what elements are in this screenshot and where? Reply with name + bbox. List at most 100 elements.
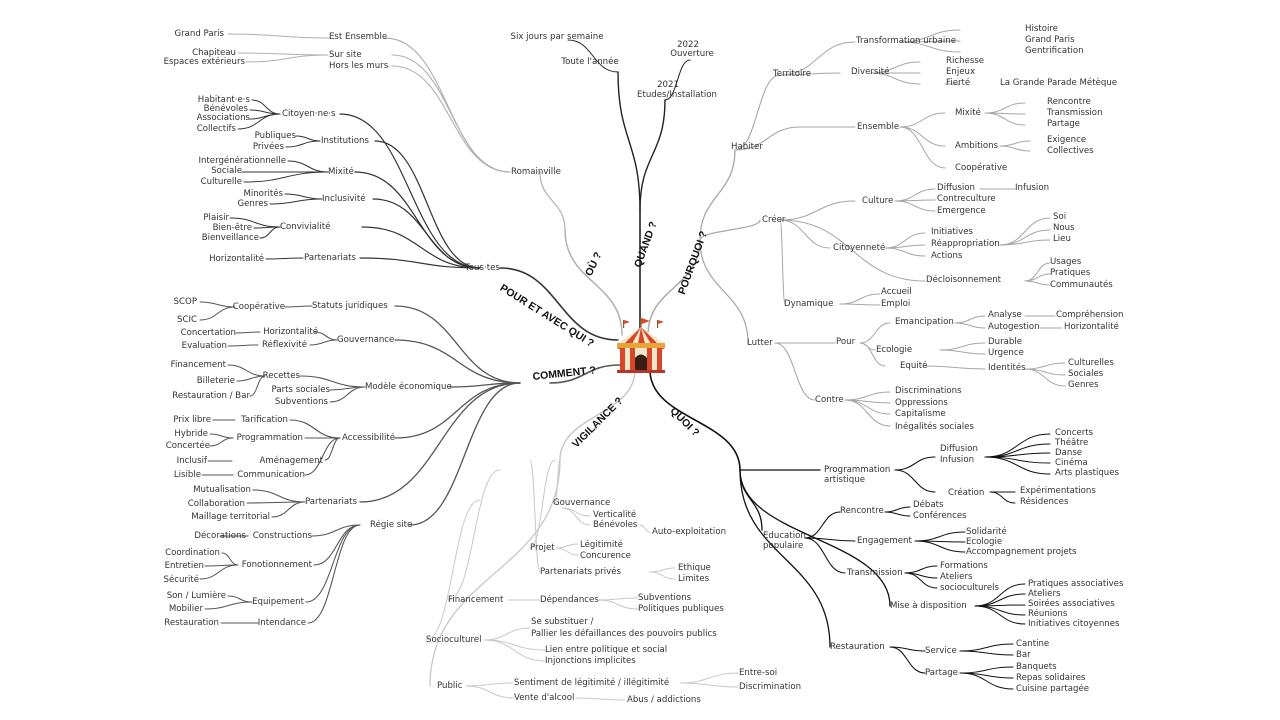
link bbox=[954, 315, 986, 324]
link bbox=[869, 72, 921, 85]
node-sentiment: Sentiment de légitimité / illégitimité bbox=[514, 678, 670, 688]
link bbox=[483, 639, 546, 651]
link bbox=[287, 160, 329, 173]
link bbox=[372, 198, 481, 269]
link bbox=[884, 247, 926, 257]
node-ecologie-q: Ecologie bbox=[966, 537, 1003, 547]
node-equite: Equité bbox=[900, 361, 928, 371]
link bbox=[974, 605, 1026, 625]
node-publiques: Publiques bbox=[254, 131, 296, 141]
node-initiatives-cit: Initiatives citoyennes bbox=[1028, 619, 1120, 629]
node-transmission-r: Transmission bbox=[1047, 108, 1103, 118]
node-genres-r: Genres bbox=[1068, 380, 1099, 390]
node-collaboration: Collaboration bbox=[187, 499, 245, 509]
node-formations: Formations bbox=[940, 561, 988, 571]
link bbox=[529, 459, 541, 573]
link bbox=[309, 339, 338, 346]
node-billeterie: Billeterie bbox=[196, 376, 235, 386]
node-partenariats-prives: Partenariats privés bbox=[540, 567, 621, 577]
node-dynamique: Dynamique bbox=[784, 299, 834, 309]
node-est-ensemble: Est Ensemble bbox=[329, 32, 388, 42]
link bbox=[361, 226, 481, 269]
link bbox=[249, 109, 281, 115]
node-concerts: Concerts bbox=[1055, 428, 1094, 438]
link bbox=[243, 171, 329, 183]
node-ecologie-r: Ecologie bbox=[876, 345, 913, 355]
node-lien-politique: Lien entre politique et social bbox=[545, 645, 668, 655]
link bbox=[575, 697, 626, 701]
node-diversite: Diversité bbox=[851, 67, 890, 77]
link bbox=[295, 135, 321, 142]
node-limites: Limites bbox=[678, 574, 710, 584]
link bbox=[739, 469, 891, 607]
node-citoyennete: Citoyenneté bbox=[833, 243, 886, 253]
node-durable: Durable bbox=[988, 337, 1022, 347]
link bbox=[899, 126, 946, 147]
link bbox=[409, 382, 521, 526]
node-exigence: Exigence bbox=[1047, 135, 1087, 145]
link bbox=[299, 375, 366, 388]
link bbox=[391, 54, 511, 173]
link bbox=[679, 682, 739, 688]
link bbox=[269, 198, 323, 205]
link bbox=[959, 650, 1014, 656]
link bbox=[209, 433, 234, 439]
link bbox=[679, 672, 739, 684]
node-citoyens: Citoyen·ne·s bbox=[282, 109, 336, 119]
link bbox=[561, 507, 591, 517]
link bbox=[699, 219, 761, 241]
node-histoire: Histoire bbox=[1025, 24, 1058, 34]
node-financement-c: Financement bbox=[170, 360, 226, 370]
link bbox=[329, 386, 366, 403]
link-vigilance bbox=[559, 369, 636, 461]
node-romainville: Romainville bbox=[511, 167, 561, 177]
link bbox=[999, 217, 1051, 246]
link bbox=[899, 41, 961, 53]
node-sociales: Sociales bbox=[1068, 369, 1104, 379]
node-fierte: Fierté bbox=[946, 78, 971, 88]
node-dependances: Dépendances bbox=[540, 595, 599, 605]
node-diffusion-q: Diffusion bbox=[940, 444, 978, 454]
node-amenagement: Aménagement bbox=[259, 456, 323, 466]
node-pallier: Pallier les défaillances des pouvoirs pu… bbox=[531, 629, 717, 639]
node-culture: Culture bbox=[862, 196, 894, 206]
node-lutter: Lutter bbox=[747, 338, 773, 348]
link bbox=[237, 113, 281, 130]
link bbox=[204, 601, 253, 610]
circus-tent-icon bbox=[614, 318, 668, 376]
node-accompagnement: Accompagnement projets bbox=[966, 547, 1077, 557]
node-hors-murs: Hors les murs bbox=[329, 61, 389, 71]
node-emploi: Emploi bbox=[881, 299, 911, 309]
node-cooperative-r: Coopérative bbox=[955, 163, 1008, 173]
link bbox=[237, 52, 329, 56]
node-ambitions: Ambitions bbox=[955, 141, 999, 151]
node-plaisir: Plaisir bbox=[203, 213, 229, 223]
link bbox=[359, 257, 481, 269]
node-mobilier: Mobilier bbox=[168, 604, 203, 614]
node-modele-eco: Modèle économique bbox=[365, 382, 452, 392]
link bbox=[984, 112, 1026, 126]
node-subventions-c: Subventions bbox=[274, 397, 328, 407]
node-habiter: Habiter bbox=[731, 142, 763, 152]
link bbox=[959, 666, 1014, 674]
node-socioculturel: Socioculturel bbox=[426, 635, 482, 645]
node-culturelle: Culturelle bbox=[200, 177, 242, 187]
link bbox=[649, 571, 676, 580]
link bbox=[597, 597, 639, 601]
link bbox=[394, 305, 521, 384]
node-restauration-bar: Restauration / Bar bbox=[172, 391, 250, 401]
link bbox=[899, 112, 946, 128]
link-comment bbox=[549, 364, 621, 384]
link bbox=[904, 572, 938, 589]
link bbox=[391, 65, 511, 173]
link bbox=[699, 239, 749, 344]
node-public: Public bbox=[437, 681, 463, 691]
node-pratiques-asso: Pratiques associatives bbox=[1028, 579, 1124, 589]
link bbox=[227, 33, 331, 39]
node-inclusif: Inclusif bbox=[176, 456, 207, 466]
link bbox=[734, 74, 781, 151]
link bbox=[844, 391, 891, 401]
link bbox=[465, 685, 515, 699]
node-engagement: Engagement bbox=[857, 536, 912, 546]
link bbox=[804, 511, 841, 539]
